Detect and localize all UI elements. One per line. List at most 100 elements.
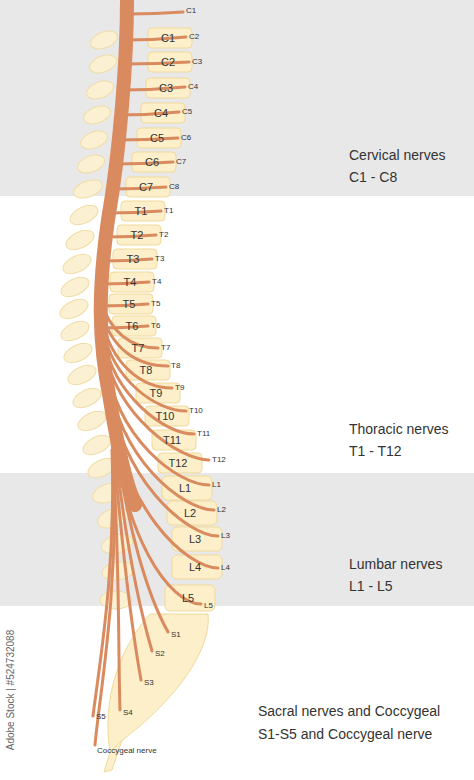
spinous-process (70, 384, 104, 411)
spinous-process (58, 273, 92, 300)
nerve-label: C5 (182, 107, 192, 116)
region-range: C1 - C8 (349, 168, 397, 186)
spinous-process (75, 152, 107, 177)
vertebra-label: L2 (184, 507, 196, 519)
nerve-label: T12 (212, 455, 226, 464)
nerve-label: T5 (151, 299, 160, 308)
nerve-label: T6 (151, 321, 160, 330)
region-range: T1 - T12 (349, 442, 402, 460)
nerve-line (105, 350, 209, 460)
vertebra-label: T9 (150, 387, 163, 399)
nerve-label: L2 (217, 505, 226, 514)
region-band: Sacral nerves and CoccygealS1-S5 and Coc… (0, 606, 474, 780)
region-heading: Thoracic nerves (349, 420, 449, 438)
vertebral-bodies (104, 28, 222, 772)
vertebra-label: C5 (150, 132, 164, 144)
vertebra-label: T6 (126, 320, 139, 332)
nerve-line (116, 138, 178, 140)
spinous-process (75, 407, 109, 434)
nerve-label: T2 (159, 230, 168, 239)
nerve-label: C7 (176, 157, 186, 166)
vertebra-label: C2 (161, 56, 175, 68)
vertebra-label: L3 (189, 533, 201, 545)
spinous-process (57, 295, 91, 322)
spinous-process (81, 103, 113, 128)
region-band: Lumbar nervesL1 - L5 (0, 473, 474, 606)
nerve-label: T11 (197, 429, 210, 438)
vertebral-body (158, 453, 202, 473)
nerve-line (126, 37, 186, 40)
nerve-label: L4 (221, 563, 230, 572)
region-range: L1 - L5 (349, 577, 393, 595)
nerve-label: C8 (169, 182, 179, 191)
vertebra-label: T11 (163, 434, 181, 446)
nerve-label: T10 (189, 406, 203, 415)
spinous-process (71, 176, 105, 201)
region-heading: Cervical nerves (349, 146, 445, 164)
nerve-label: L5 (204, 601, 213, 610)
region-range: S1-S5 and Coccygeal nerve (258, 725, 432, 743)
vertebra-label: L5 (182, 592, 194, 604)
vertebra-label: C3 (159, 82, 173, 94)
vertebra-label: T1 (135, 205, 148, 217)
spinous-process (61, 339, 95, 366)
nerve-label: C1 (186, 6, 196, 15)
vertebra-label: C4 (154, 107, 168, 119)
nerve-label: S1 (171, 630, 181, 639)
nerve-line (113, 162, 173, 164)
nerve-label: S3 (144, 678, 154, 687)
nerve-line (122, 87, 185, 90)
nerve-line (111, 187, 166, 189)
nerve-label: Coccygeal nerve (97, 746, 157, 755)
nerve-line (110, 400, 201, 604)
nerve-line (109, 390, 218, 568)
nerve-label: L1 (212, 480, 221, 489)
watermark: Adobe Stock | #524732088 (5, 630, 17, 750)
vertebra-label: T2 (131, 229, 144, 241)
nerve-line (119, 112, 179, 115)
nerve-label: T7 (161, 343, 170, 352)
nerve-label: T1 (164, 206, 173, 215)
nerve-label: T9 (175, 383, 184, 392)
spinous-process (67, 201, 101, 228)
vertebra-label: T8 (140, 364, 153, 376)
spinal-nerves (93, 12, 218, 745)
spinous-process (80, 431, 114, 458)
nerve-label: C2 (189, 32, 199, 41)
spinous-process (60, 250, 94, 277)
nerve-label: C6 (181, 133, 191, 142)
vertebra-label: T10 (156, 410, 175, 422)
nerve-label: T3 (155, 254, 164, 263)
spinous-process (63, 226, 97, 253)
sacrum (108, 614, 208, 752)
nerve-line (128, 12, 183, 14)
vertebra-label: T12 (169, 457, 188, 469)
vertebra-label: T5 (123, 298, 136, 310)
nerve-label: C4 (188, 82, 198, 91)
nerve-label: S5 (96, 712, 106, 721)
vertebra-label: T3 (127, 253, 140, 265)
spinous-process (84, 78, 116, 103)
nerve-label: C3 (192, 57, 202, 66)
nerve-label: S4 (123, 708, 133, 717)
coccyx (104, 740, 122, 772)
nerve-label: T8 (171, 361, 180, 370)
spinous-process (58, 317, 92, 344)
spinous-process (65, 361, 99, 388)
nerve-label: L3 (221, 531, 230, 540)
nerve-label: T4 (152, 277, 161, 286)
vertebra-label: C1 (161, 32, 175, 44)
spinous-process (87, 52, 119, 77)
nerve-label: S2 (155, 649, 165, 658)
vertebra-label: T4 (124, 276, 137, 288)
region-band: Cervical nerves C1 - C8 (0, 0, 474, 196)
vertebra-label: L1 (179, 482, 191, 494)
nerve-line (124, 62, 189, 64)
vertebra-label: C6 (145, 156, 159, 168)
spinous-process (88, 28, 120, 53)
vertebra-label: C7 (139, 181, 153, 193)
